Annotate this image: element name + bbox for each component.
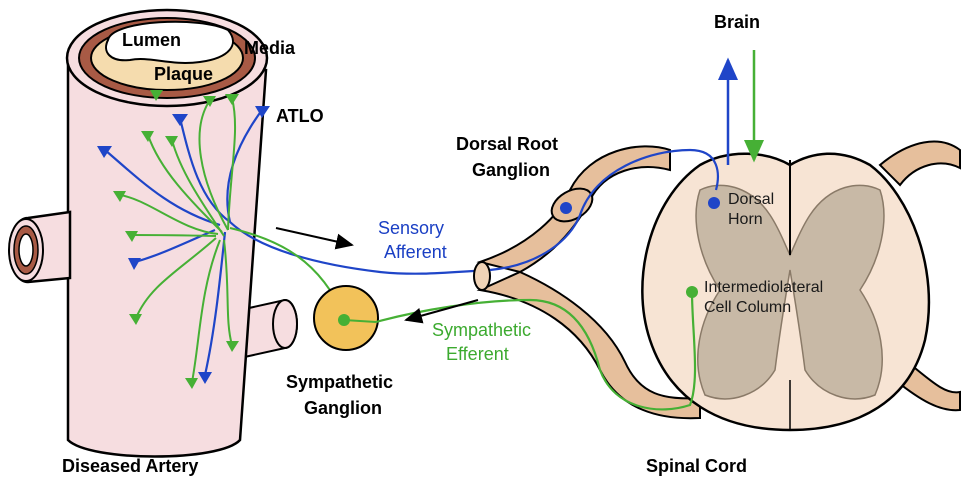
diseased-artery-label: Diseased Artery <box>62 456 198 476</box>
sympathetic-efferent-label-line1: Sympathetic <box>432 320 531 340</box>
sympathetic-efferent-label-line2: Efferent <box>446 344 509 364</box>
brain-label: Brain <box>714 12 760 32</box>
spinal-cord <box>473 140 961 432</box>
cord-sympathetic-fiber <box>375 50 764 411</box>
iml-label-line1: Intermediolateral <box>704 279 823 296</box>
artery-sympathetic-fibers <box>119 97 346 383</box>
efferent-direction-arrow-icon <box>404 299 479 324</box>
plaque-label: Plaque <box>154 64 213 84</box>
artery-sympathetic-endings <box>113 90 239 389</box>
spinal-cord-label: Spinal Cord <box>646 456 747 476</box>
dorsal-horn-label-line1: Dorsal <box>728 191 774 208</box>
sympathetic-ganglion-label-line1: Sympathetic <box>286 372 393 392</box>
afferent-direction-arrow-icon <box>275 227 354 250</box>
atlo-label: ATLO <box>276 106 324 126</box>
drg-label-line1: Dorsal Root <box>456 134 558 154</box>
drg-label-line2: Ganglion <box>472 160 550 180</box>
media-label: Media <box>244 38 296 58</box>
artery-sensory-endings <box>97 106 270 384</box>
dorsal-horn-label-line2: Horn <box>728 211 763 228</box>
cord-sensory-fiber <box>489 57 738 272</box>
sensory-afferent-label-line2: Afferent <box>384 242 447 262</box>
sympathetic-ganglion-label-line2: Ganglion <box>304 398 382 418</box>
diseased-artery <box>8 8 298 458</box>
sensory-afferent-label-line1: Sensory <box>378 218 444 238</box>
lumen-label: Lumen <box>122 30 181 50</box>
iml-label-line2: Cell Column <box>704 299 791 316</box>
